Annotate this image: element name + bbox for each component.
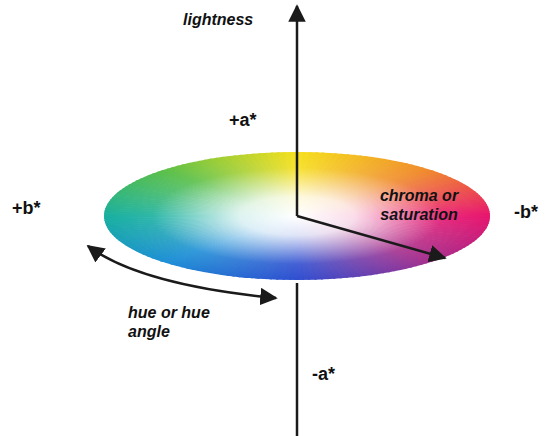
- quantity-label: hue or hue angle: [128, 303, 236, 341]
- axis-label: +a*: [229, 110, 257, 132]
- axis-title: lightness: [183, 10, 253, 29]
- axis-label: -a*: [312, 364, 335, 386]
- axis-label: +b*: [12, 198, 41, 220]
- quantity-label: chroma or saturation: [360, 186, 478, 224]
- hue-angle-arrow: [88, 246, 276, 298]
- lightness-axis-lower: [296, 283, 299, 436]
- axis-label: -b*: [514, 202, 538, 224]
- lightness-axis-arrow: [296, 6, 299, 216]
